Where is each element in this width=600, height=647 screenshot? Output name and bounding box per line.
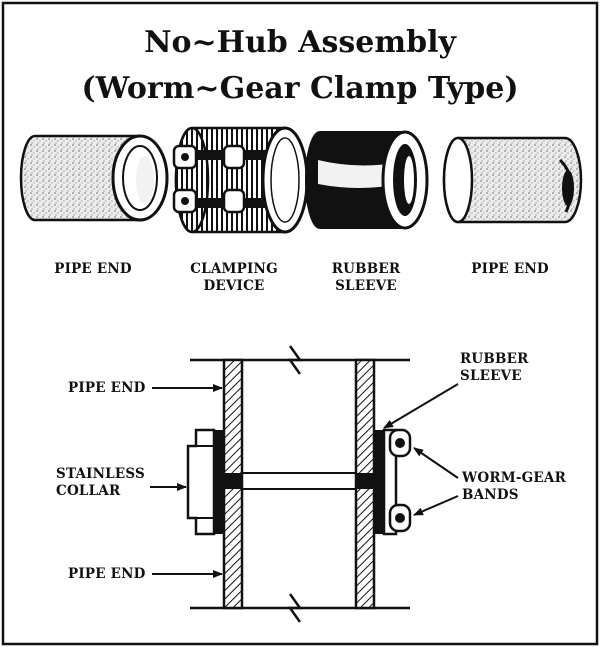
label-cs-pipe-end-bottom: PIPE END	[68, 566, 146, 582]
pipe-end-right-illustration	[442, 136, 583, 224]
label-cs-stainless-2: COLLAR	[56, 483, 121, 499]
label-rubber-sleeve-2: SLEEVE	[335, 278, 397, 294]
clamping-device-illustration	[172, 126, 309, 234]
arrow-worm-gear-top	[413, 447, 459, 479]
label-cs-worm-gear-2: BANDS	[462, 487, 519, 503]
label-cs-pipe-end-top: PIPE END	[68, 380, 146, 396]
label-rubber-sleeve-1: RUBBER	[332, 261, 401, 277]
arrow-worm-gear-bottom	[413, 495, 459, 516]
label-cs-rubber-sleeve-1: RUBBER	[460, 351, 529, 367]
label-clamping-device-2: DEVICE	[203, 278, 264, 294]
rubber-sleeve-illustration	[305, 130, 429, 230]
worm-gear-band-bottom	[388, 503, 412, 533]
label-pipe-end-right: PIPE END	[471, 261, 549, 277]
pipe-end-left-illustration	[19, 134, 169, 222]
title-line-2: (Worm~Gear Clamp Type)	[81, 71, 518, 106]
label-cs-rubber-sleeve-2: SLEEVE	[460, 368, 522, 384]
arrow-rubber-sleeve	[383, 383, 459, 429]
label-cs-stainless-1: STAINLESS	[56, 466, 145, 482]
title-line-1: No~Hub Assembly	[144, 25, 457, 60]
worm-gear-band-top	[388, 428, 412, 458]
cross-section-illustration	[186, 345, 412, 623]
label-cs-worm-gear-1: WORM-GEAR	[461, 470, 567, 486]
label-pipe-end-left: PIPE END	[54, 261, 132, 277]
label-clamping-device-1: CLAMPING	[190, 261, 278, 277]
